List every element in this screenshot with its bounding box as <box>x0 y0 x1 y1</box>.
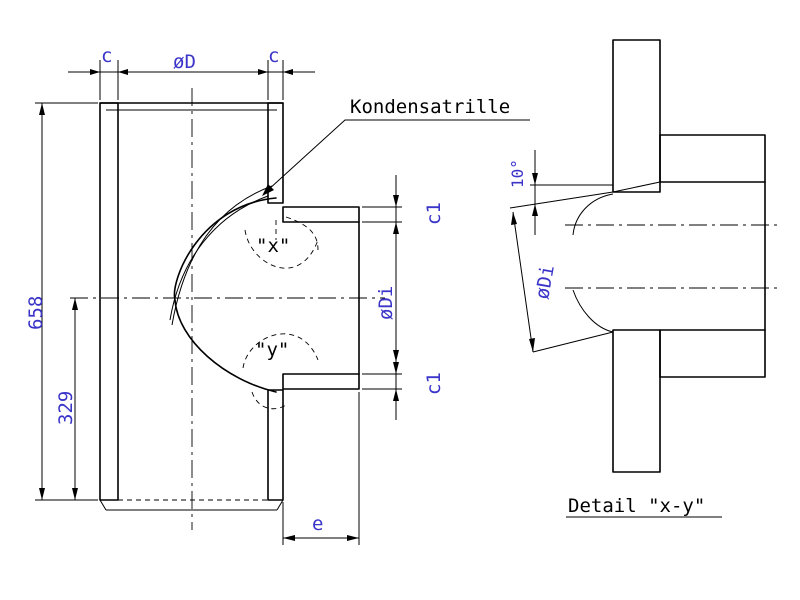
label-c-right: c <box>268 45 279 67</box>
branch-wall-top <box>282 206 360 223</box>
label-c1-bottom: c1 <box>423 372 445 395</box>
detail-view: 10° øDi Detail "x-y" <box>508 39 780 518</box>
detail-dim-Di <box>512 211 534 353</box>
kondensatrille-groove <box>171 185 273 326</box>
label-kondensatrille: Kondensatrille <box>350 96 510 118</box>
detail-groove <box>572 193 614 236</box>
label-height-half: 329 <box>55 391 77 425</box>
intersection-curve <box>173 197 277 393</box>
detail-title: Detail "x-y" <box>568 495 705 517</box>
label-detail-Di: øDi <box>531 263 559 301</box>
label-height-total: 658 <box>25 296 47 330</box>
detail-branch-bottom <box>659 329 766 378</box>
branch-wall-bottom <box>282 373 360 390</box>
label-diameter-Di: øDi <box>375 286 397 320</box>
label-c-left: c <box>101 45 112 67</box>
detail-branch-top <box>659 134 766 183</box>
label-c1-top: c1 <box>423 202 445 225</box>
kondensatrille-leader <box>267 119 530 191</box>
hidden-arc-x <box>244 229 319 269</box>
left-pipe-wall <box>99 102 119 501</box>
label-e: e <box>312 513 323 535</box>
detail-wall-lower <box>612 329 661 473</box>
marker-y: "y" <box>255 339 289 361</box>
hidden-arc-y <box>242 333 319 369</box>
main-view: c øD c 658 329 c1 øDi c1 <box>25 45 530 545</box>
right-pipe-wall-lower <box>267 389 284 501</box>
marker-x: "x" <box>256 235 290 257</box>
label-diameter-D: øD <box>173 51 196 73</box>
detail-wall-upper <box>612 39 661 193</box>
label-angle: 10° <box>508 159 527 188</box>
